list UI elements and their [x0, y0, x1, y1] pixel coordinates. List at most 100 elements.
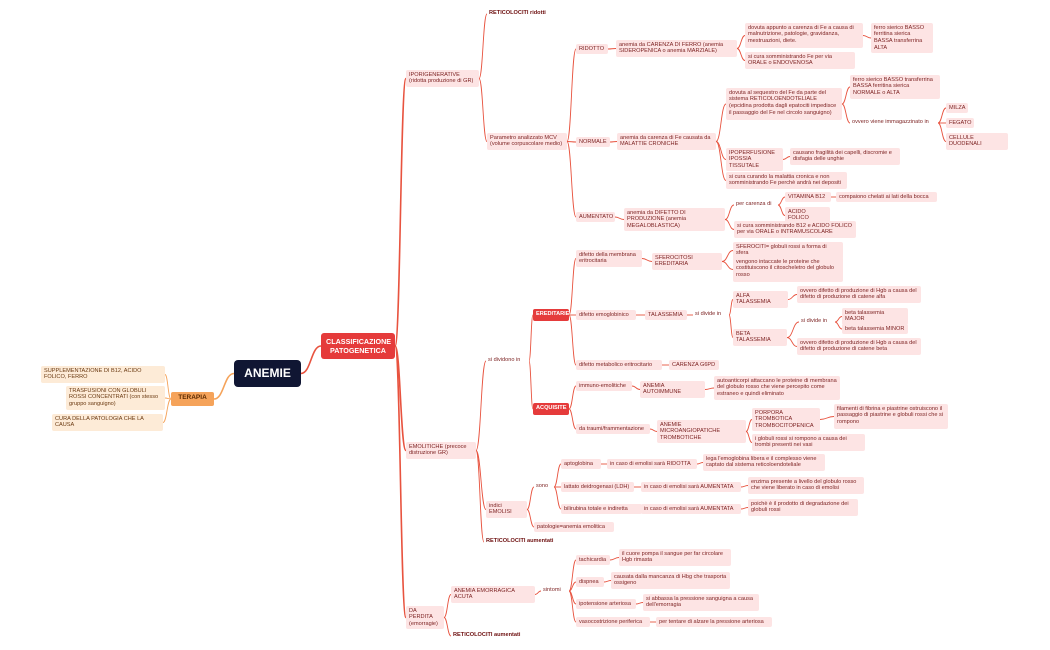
node-vaso[interactable]: vasocostrizione periferica	[576, 617, 650, 627]
edge-tachi-tachiDef	[609, 557, 620, 561]
edge-indici-sono	[526, 486, 535, 510]
node-traumi[interactable]: da traumi/frammentazione	[576, 424, 650, 434]
edge-ipoperf-fragilita	[782, 156, 791, 160]
node-immuno[interactable]: immuno-emolitiche	[576, 381, 632, 391]
node-percarenza[interactable]: per carenza di	[736, 201, 772, 207]
node-ridotto[interactable]: RIDOTTO	[576, 44, 608, 54]
node-ferro-basso2[interactable]: ferro sierico BASSO transferrina BASSA f…	[850, 75, 940, 99]
node-vaso-def[interactable]: per tentare di alzare la pressione arter…	[656, 617, 772, 627]
edge-sono-aptoglob	[553, 463, 562, 488]
node-apto-def[interactable]: lega l'emoglobina libera e il complesso …	[703, 454, 825, 471]
edge-mcv-normale	[566, 141, 577, 143]
node-bilir[interactable]: bilirubina totale e indiretta	[561, 504, 642, 514]
node-sferoc[interactable]: SFEROCITOSI EREDITARIA	[652, 253, 722, 270]
root-node[interactable]: ANEMIE	[234, 360, 301, 387]
node-tachi-def[interactable]: il cuore pompa il sangue per far circola…	[619, 549, 731, 566]
node-rompono[interactable]: i globuli rossi si rompono a causa dei t…	[752, 434, 865, 451]
node-sidiv[interactable]: si dividono in	[488, 357, 521, 363]
node-perdita[interactable]: DA PERDITA (emorragie)	[406, 606, 444, 630]
node-ldh-aum[interactable]: in caso di emolisi sarà AUMENTATA	[641, 482, 741, 492]
node-ferro-basso1[interactable]: ferro sierico BASSO ferritina sierica BA…	[871, 23, 933, 54]
node-intaccate[interactable]: vengono intaccate le proteine che costit…	[733, 257, 843, 282]
node-microang[interactable]: ANEMIE MICROANGIOPATICHE TROMBOTICHE	[657, 420, 746, 444]
node-patol[interactable]: patologie=anemia emolitica	[534, 522, 614, 532]
node-mcv[interactable]: Parametro analizzato MCV (volume corpusc…	[487, 133, 567, 150]
node-autoimm[interactable]: ANEMIA AUTOIMMUNE	[640, 381, 705, 398]
node-bilir-aum[interactable]: in caso di emolisi sarà AUMENTATA	[641, 504, 741, 514]
edge-sintomi-dispnea	[568, 581, 577, 592]
node-aumentato[interactable]: AUMENTATO	[576, 212, 615, 222]
edge-sidiv-acq	[528, 360, 534, 410]
edge-cronica-curaCron	[715, 141, 727, 181]
node-indici[interactable]: indici EMOLISI	[486, 501, 527, 518]
node-difmemb[interactable]: difetto della membrana eritrocitaria	[576, 250, 642, 267]
node-normale[interactable]: NORMALE	[576, 137, 610, 147]
node-ipo[interactable]: IPORIGENERATIVE (ridotta produzione di G…	[406, 70, 479, 87]
node-auto-def[interactable]: autoanticorpi attaccano le proteine di m…	[714, 376, 840, 400]
node-g6pd[interactable]: CARENZA G6PD	[669, 360, 719, 370]
node-disp-def[interactable]: causata dalla mancanza di Hbg che traspo…	[611, 572, 730, 589]
node-cura-b12[interactable]: si cura somministrando B12 e ACIDO FOLIC…	[734, 221, 856, 238]
node-cronica[interactable]: anemia da carenza di Fe causata da MALAT…	[617, 133, 716, 150]
edge-center-perdita	[394, 345, 407, 619]
node-bilir-def[interactable]: poichè è il prodotto di degradazione dei…	[748, 499, 858, 516]
node-ered[interactable]: EREDITARIE	[533, 309, 569, 321]
node-retaum2[interactable]: RETICOLOCITI aumentati	[453, 632, 521, 638]
node-difmet[interactable]: difetto metabolico eritrocitario	[576, 360, 662, 370]
node-sintomi[interactable]: sintomi	[543, 587, 561, 593]
node-retrid[interactable]: RETICOLOCITI ridotti	[489, 10, 546, 16]
node-dovuta1[interactable]: dovuta appunto a carenza di Fe a causa d…	[745, 23, 863, 48]
node-filamenti[interactable]: filamenti di fibrina e piastrine ostruis…	[834, 404, 948, 429]
node-ldh-def[interactable]: enzima presente a livello del globulo ro…	[748, 477, 864, 494]
node-ldh[interactable]: lattato deidrogenasi (LDH)	[561, 482, 634, 492]
node-milza[interactable]: MILZA	[946, 103, 968, 113]
edge-difmemb-sferoc	[641, 258, 653, 262]
node-sidiv-in[interactable]: si divide in	[695, 311, 722, 317]
node-ipot[interactable]: ipotensione arteriosa	[576, 599, 636, 609]
node-minor[interactable]: beta talassemia MINOR	[842, 324, 908, 334]
node-ipot-def[interactable]: si abbassa la pressione sanguigna a caus…	[643, 594, 759, 611]
node-sferoc-def[interactable]: SFEROCITI= globuli rossi a forma di sfer…	[733, 242, 843, 259]
node-beta-def[interactable]: ovvero difetto di produzione di Hgb a ca…	[797, 338, 921, 355]
node-cura-fe[interactable]: si cura somministrando Fe per via ORALE …	[745, 52, 855, 69]
edge-porpora-filamenti	[819, 416, 835, 420]
node-retaum1[interactable]: RETICOLOCITI aumentati	[486, 538, 554, 544]
edge-dispnea-dispDef	[603, 580, 612, 583]
node-fragilita[interactable]: causano fragilità dei capelli, discromie…	[790, 148, 900, 165]
node-fegato[interactable]: FEGATO	[946, 118, 974, 128]
node-alfa-def[interactable]: ovvero difetto di produzione di Hgb a ca…	[797, 286, 921, 303]
node-ter1[interactable]: SUPPLEMENTAZIONE DI B12, ACIDO FOLICO, F…	[41, 366, 165, 383]
node-sono[interactable]: sono	[536, 483, 549, 489]
node-sidiv-in2[interactable]: si divide in	[801, 318, 828, 324]
node-aptoglob[interactable]: aptoglobina	[561, 459, 601, 469]
node-difetto[interactable]: anemia da DIFETTO DI PRODUZIONE (anemia …	[624, 208, 725, 232]
node-tachi[interactable]: tachicardia	[576, 555, 610, 565]
node-ipoperf[interactable]: IPOPERFUSIONE IPOSSIA TISSUTALE	[726, 148, 783, 172]
node-emol[interactable]: EMOLITICHE (precoce distruzione GR)	[406, 442, 476, 459]
node-chelati[interactable]: compaiono chelati ai lati della bocca	[836, 192, 937, 202]
node-difemo[interactable]: difetto emoglobinico	[576, 310, 636, 320]
edge-center-emol	[394, 345, 407, 452]
node-apto-rid[interactable]: in caso di emolisi sarà RIDOTTA	[607, 459, 697, 469]
node-emorr[interactable]: ANEMIA EMORRAGICA ACUTA	[451, 586, 535, 603]
node-alfa[interactable]: ALFA TALASSEMIA	[733, 291, 788, 308]
node-center[interactable]: CLASSIFICAZIONE PATOGENETICA	[321, 333, 395, 359]
node-immag[interactable]: ovvero viene immagazzinato in	[852, 119, 929, 125]
node-acq[interactable]: ACQUISITE	[533, 403, 569, 415]
node-major[interactable]: beta talassemia MAJOR	[842, 308, 908, 325]
node-beta[interactable]: BETA TALASSEMIA	[733, 329, 787, 346]
node-sequestro[interactable]: dovuta al sequestro del Fe da parte del …	[726, 88, 842, 120]
edge-microang-porpora	[745, 419, 753, 432]
node-talass[interactable]: TALASSEMIA	[645, 310, 687, 320]
node-cura-cron[interactable]: si cura curando la malattia cronica e no…	[726, 172, 847, 189]
node-porpora[interactable]: PORPORA TROMBOTICA TROMBOCITOPENICA	[752, 408, 820, 432]
node-acfol[interactable]: ACIDO FOLICO	[785, 207, 830, 224]
node-terapia[interactable]: TERAPIA	[171, 392, 214, 406]
node-ter2[interactable]: TRASFUSIONI CON GLOBULI ROSSI CONCENTRAT…	[66, 386, 165, 410]
node-dispnea[interactable]: dispnea	[576, 577, 604, 587]
node-vit-b12[interactable]: VITAMINA B12	[785, 192, 831, 202]
edge-ipo-retrid	[478, 13, 488, 79]
node-duod[interactable]: CELLULE DUODENALI	[946, 133, 1008, 150]
node-carenza-fe[interactable]: anemia da CARENZA DI FERRO (anemia SIDER…	[616, 40, 737, 57]
node-ter3[interactable]: CURA DELLA PATOLOGIA CHE LA CAUSA	[52, 414, 163, 431]
